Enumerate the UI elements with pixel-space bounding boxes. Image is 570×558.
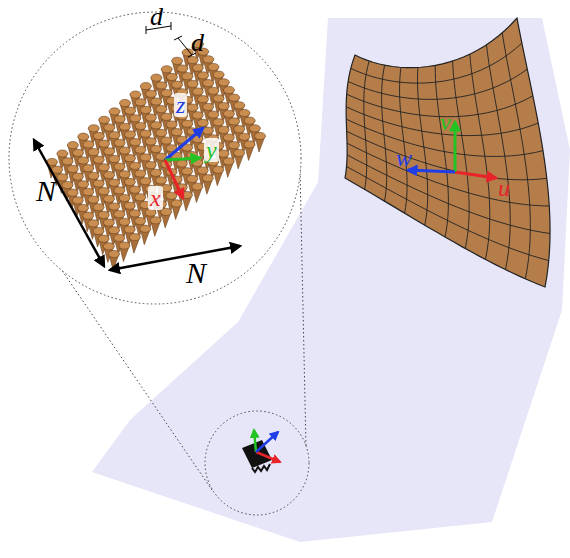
spike-cone xyxy=(129,234,140,254)
spike-cone xyxy=(182,191,193,211)
spike-cone xyxy=(223,158,234,178)
dimension-label: N xyxy=(186,258,206,288)
spike-cone xyxy=(244,141,255,161)
small-tool xyxy=(242,440,272,468)
spike-cone xyxy=(150,217,161,237)
small-axis-x xyxy=(256,452,280,462)
zoom-source-circle xyxy=(205,411,309,515)
surface-grid-line xyxy=(502,33,530,279)
axis-y xyxy=(165,158,200,160)
dimension-label: d xyxy=(150,4,163,30)
axis-label: u xyxy=(498,176,510,200)
surface-grid-line xyxy=(382,65,387,201)
surface-grid-line xyxy=(347,143,549,206)
surface-grid-line xyxy=(351,43,522,83)
spike-texture xyxy=(47,40,266,270)
dimension-label: N xyxy=(36,176,56,206)
dimension-n-left xyxy=(34,140,104,266)
surface-fill xyxy=(345,18,550,287)
small-axis-y xyxy=(254,430,256,452)
axis-z xyxy=(165,128,203,160)
axis-x xyxy=(165,160,183,198)
axis-label: y xyxy=(204,138,219,162)
axis-label: v xyxy=(440,110,451,134)
curved-surface xyxy=(345,18,550,287)
spike-cone xyxy=(192,183,203,203)
spike-cone xyxy=(119,242,130,262)
axis-label: w xyxy=(396,146,412,170)
axis-label: z xyxy=(174,93,187,117)
spike-cone xyxy=(109,250,120,270)
axis-label: x xyxy=(148,186,163,210)
dimension-n-bottom xyxy=(110,246,240,270)
surface-grid-line xyxy=(347,131,547,180)
zoom-leader xyxy=(300,168,306,448)
spike-cone xyxy=(171,200,182,220)
small-tool-teeth xyxy=(252,464,270,472)
surface-grid-line xyxy=(470,54,490,259)
spike-cone xyxy=(161,208,172,228)
spike-cone xyxy=(255,132,266,152)
surface-grid-line xyxy=(364,61,369,189)
spike-cone xyxy=(202,175,213,195)
axis-u xyxy=(455,172,496,178)
small-axis-z xyxy=(256,432,278,452)
surface-grid-line xyxy=(347,167,549,261)
zoom-circle xyxy=(9,12,301,304)
surface-grid-line xyxy=(453,61,470,249)
surface-grid-line xyxy=(347,155,550,234)
spike-cone xyxy=(140,225,151,245)
axis-w xyxy=(408,170,455,172)
dimension-label: d xyxy=(191,30,204,56)
axis-v xyxy=(454,122,457,172)
surface-grid-line xyxy=(486,45,510,270)
spike-cone xyxy=(213,166,224,186)
surface-grid-line xyxy=(348,69,527,99)
spike-cone xyxy=(234,149,245,169)
surface-grid-line xyxy=(347,94,533,117)
